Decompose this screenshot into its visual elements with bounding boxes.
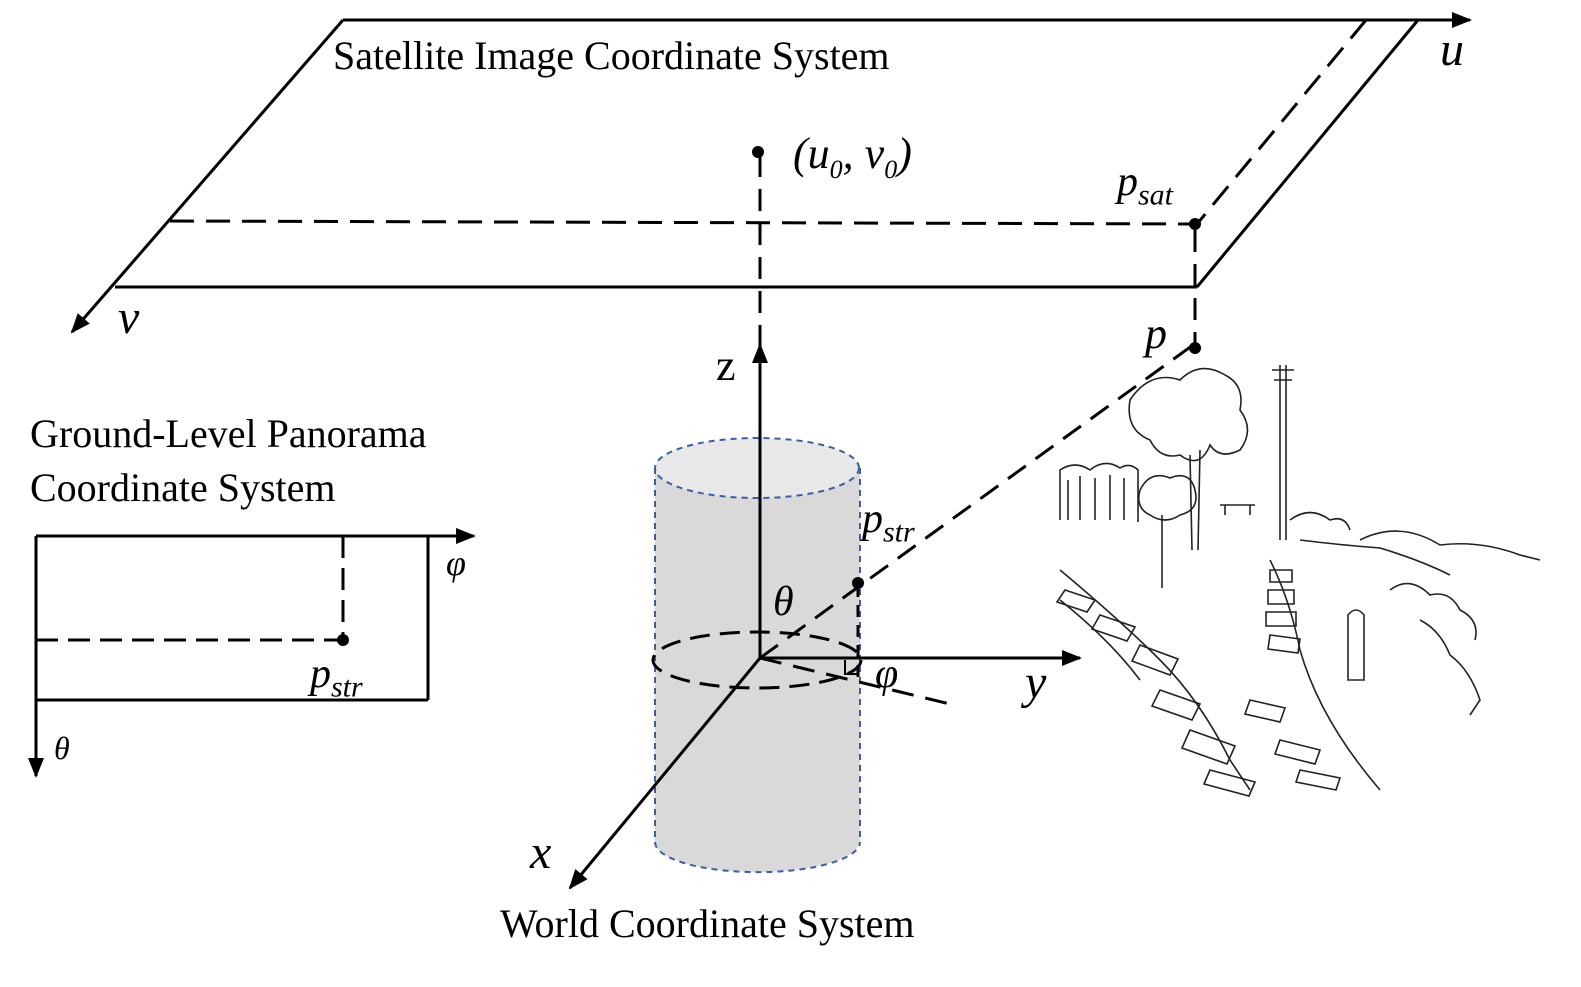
cylinder-bottom-fill bbox=[655, 812, 859, 872]
panorama-frame bbox=[28, 528, 476, 778]
panorama-cylinder bbox=[654, 437, 861, 874]
y-axis-label: y bbox=[1025, 656, 1047, 709]
p-dot bbox=[1189, 342, 1201, 354]
v-axis-label: v bbox=[118, 291, 140, 344]
points bbox=[337, 146, 1201, 646]
cylinder-body bbox=[655, 468, 860, 842]
equator-ellipse bbox=[651, 630, 863, 690]
pstr-world-dot bbox=[852, 577, 864, 589]
origin-sat-dot bbox=[752, 146, 764, 158]
right-angle-mark bbox=[844, 660, 858, 675]
pstr-world-label: pstr bbox=[862, 496, 915, 549]
sat-right-edge bbox=[1195, 19, 1420, 288]
sat-left-edge bbox=[70, 19, 345, 334]
x-axis bbox=[568, 657, 762, 890]
p-label: p bbox=[1145, 309, 1167, 358]
psat-dot bbox=[1189, 218, 1201, 230]
ray-to-p bbox=[759, 343, 1194, 660]
origin-sat-label: (u0, v0) bbox=[793, 129, 912, 184]
psat-dash-diagonal bbox=[1195, 19, 1368, 225]
panorama-system-title-line2: Coordinate System bbox=[30, 465, 336, 510]
u-axis-label: u bbox=[1440, 23, 1464, 76]
satellite-plane bbox=[70, 12, 1472, 350]
pstr-pano-label: pstr bbox=[310, 651, 363, 704]
theta-angle-label: θ bbox=[773, 579, 794, 625]
phi-angle-label: φ bbox=[875, 651, 899, 697]
psat-dash-horizontal bbox=[169, 219, 1196, 226]
z-axis-label: z bbox=[716, 341, 736, 390]
satellite-system-title: Satellite Image Coordinate System bbox=[333, 33, 890, 78]
street-sketch-image bbox=[1055, 365, 1541, 797]
panorama-system-title-line1: Ground-Level Panorama bbox=[30, 411, 427, 456]
x-axis-label: x bbox=[530, 826, 552, 879]
cylinder-top bbox=[654, 437, 860, 499]
psat-label: psat bbox=[1117, 159, 1174, 212]
pano-phi-label: φ bbox=[446, 543, 466, 583]
pano-theta-label: θ bbox=[54, 730, 70, 766]
world-system-title: World Coordinate System bbox=[500, 901, 915, 946]
cylinder-bottom-arc bbox=[654, 841, 861, 874]
world-axes bbox=[568, 343, 1194, 890]
